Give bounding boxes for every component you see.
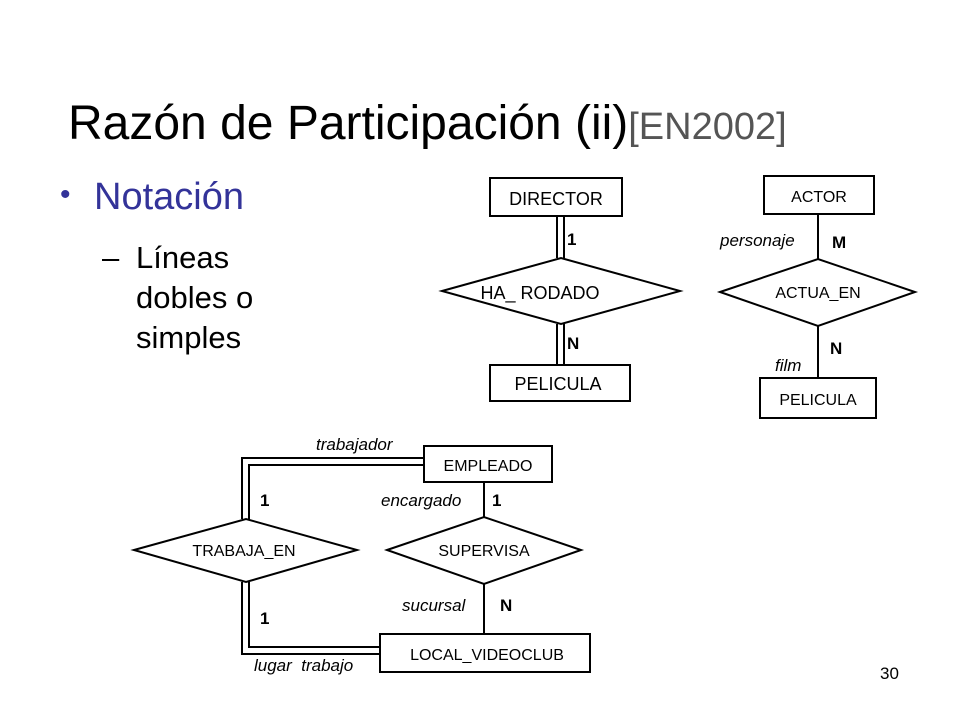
entity-actor-label: ACTOR — [791, 189, 847, 206]
entity-local-videoclub-label: LOCAL_VIDEOCLUB — [410, 647, 564, 664]
double-line-local-inner — [248, 582, 380, 648]
relationship-actua-en — [716, 257, 919, 328]
cardinality-trabaja-top: 1 — [260, 491, 269, 510]
cardinality-pelicula: N — [567, 334, 579, 353]
relationship-actua-en-label: ACTUA_EN — [775, 285, 860, 302]
role-encargado: encargado — [381, 491, 461, 510]
cardinality-trabaja-bottom: 1 — [260, 609, 269, 628]
slide-title: Razón de Participación (ii)[EN2002] — [68, 96, 787, 151]
role-film: film — [775, 356, 801, 375]
title-main: Razón de Participación (ii) — [68, 97, 629, 150]
entity-actor — [763, 175, 875, 215]
page-number: 30 — [880, 664, 899, 683]
entity-pelicula-label: PELICULA — [514, 374, 601, 394]
sub-bullet-dash: – — [102, 240, 120, 275]
double-line-empleado-inner — [248, 464, 424, 519]
cardinality-supervisa-bottom: N — [500, 596, 512, 615]
cardinality-pelicula-2: N — [830, 339, 842, 358]
role-personaje: personaje — [719, 231, 795, 250]
diagram-director: DIRECTOR HA_ RODADO PELICULA 1 N — [438, 177, 684, 402]
entity-empleado-label: EMPLEADO — [444, 458, 533, 475]
double-line-empleado-outer — [241, 457, 424, 519]
relationship-ha-rodado — [438, 256, 684, 326]
entity-director-label: DIRECTOR — [509, 189, 603, 209]
title-reference: [EN2002] — [628, 106, 787, 148]
sub-bullet-line-1: Líneas — [136, 240, 230, 275]
entity-empleado — [423, 445, 553, 483]
relationship-ha-rodado-label: HA_ RODADO — [480, 283, 599, 304]
relationship-supervisa-label: SUPERVISA — [438, 543, 530, 560]
relationship-trabaja-en — [130, 517, 361, 584]
role-sucursal: sucursal — [402, 596, 467, 615]
sub-bullet-text: Líneas dobles o simples — [136, 238, 306, 358]
bullet-dot: • — [60, 178, 71, 211]
entity-local-videoclub — [379, 633, 591, 673]
diagram-empleado: EMPLEADO TRABAJA_EN SUPERVISA LOCAL_VIDE… — [130, 435, 591, 675]
double-line-local-outer — [241, 582, 380, 655]
entity-director — [489, 177, 623, 217]
diagram-actor: ACTOR ACTUA_EN PELICULA M N personaje fi… — [716, 175, 919, 419]
entity-pelicula-2 — [759, 377, 877, 419]
role-lugar-trabajo: lugar trabajo — [254, 656, 353, 675]
entity-pelicula-2-label: PELICULA — [779, 392, 857, 409]
cardinality-director: 1 — [567, 230, 576, 249]
role-trabajador: trabajador — [316, 435, 394, 454]
cardinality-supervisa-top: 1 — [492, 491, 501, 510]
entity-pelicula — [489, 364, 631, 402]
bullet-notacion-text: Notación — [94, 176, 244, 218]
cardinality-actor: M — [832, 233, 846, 252]
relationship-trabaja-en-label: TRABAJA_EN — [192, 543, 295, 560]
sub-bullet-line-3: simples — [136, 320, 242, 355]
sub-bullet-line-2: dobles o — [136, 280, 254, 315]
relationship-supervisa — [383, 515, 585, 586]
